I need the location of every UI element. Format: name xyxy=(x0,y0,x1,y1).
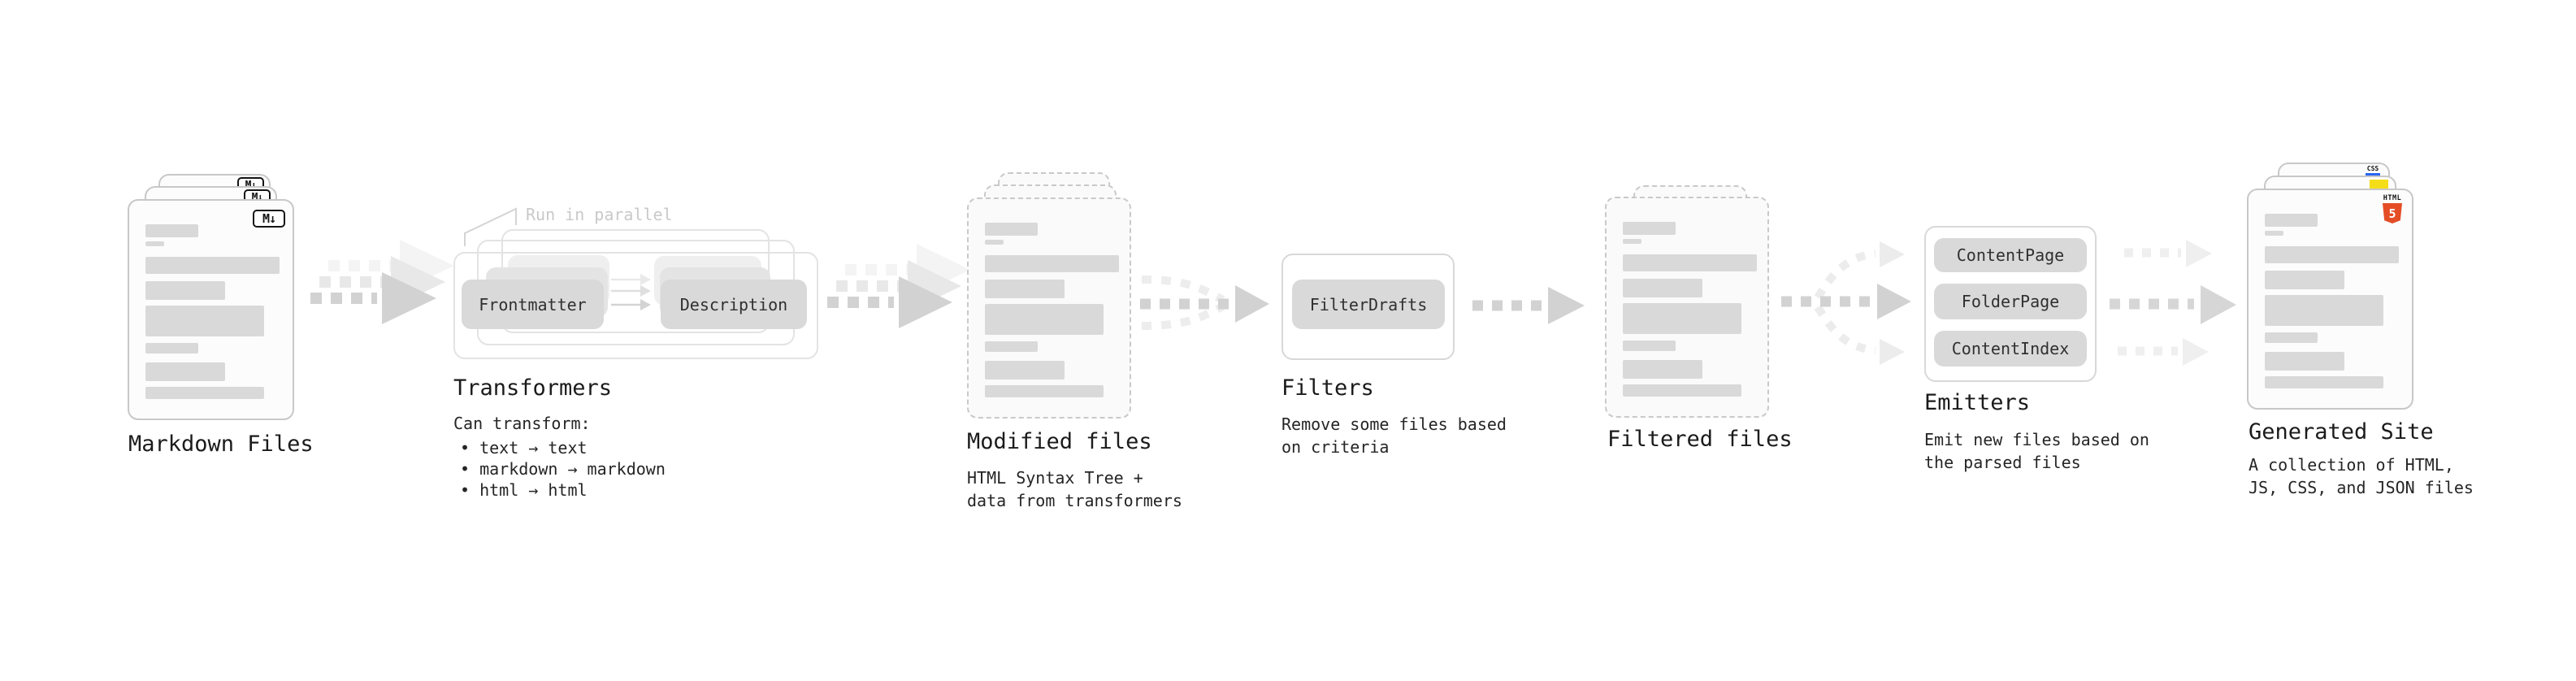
contentpage-pill: ContentPage xyxy=(1934,238,2087,272)
description-pill: Description xyxy=(661,280,807,329)
emitters-caption: Emit new files based on the parsed files xyxy=(1924,430,2149,472)
filterdrafts-pill: FilterDrafts xyxy=(1292,280,1445,329)
text-line-placeholder xyxy=(985,240,1004,245)
text-line-placeholder xyxy=(2265,271,2344,289)
arrow-filters-to-filtered-icon xyxy=(1472,287,1585,324)
text-line-placeholder xyxy=(145,362,225,381)
text-line-placeholder xyxy=(2265,376,2383,388)
text-line-placeholder xyxy=(1623,384,1741,397)
arrow-transformers-to-modified-icon xyxy=(827,244,970,328)
modified-file-sheet-front xyxy=(967,197,1131,419)
contentindex-pill: ContentIndex xyxy=(1934,331,2087,367)
text-line-placeholder xyxy=(2265,295,2383,326)
arrow-filtered-to-emitters-icon xyxy=(1781,241,1911,365)
text-line-placeholder xyxy=(1623,254,1757,271)
text-line-placeholder xyxy=(985,223,1038,236)
text-line-placeholder xyxy=(2265,332,2318,343)
text-line-placeholder xyxy=(2265,214,2318,227)
text-line-placeholder xyxy=(145,306,264,336)
markdown-file-sheet-front: M↓ xyxy=(128,199,294,420)
generated-sheet-html: HTML 5 xyxy=(2247,189,2413,410)
transformers-caption: Can transform: xyxy=(453,414,591,433)
text-line-placeholder xyxy=(985,280,1065,298)
run-in-parallel-note: Run in parallel xyxy=(526,205,673,224)
text-line-placeholder xyxy=(985,361,1065,380)
modified-files-caption: HTML Syntax Tree + data from transformer… xyxy=(967,468,1182,510)
stage-title-filtered-files: Filtered files xyxy=(1607,427,1793,452)
text-line-placeholder xyxy=(145,387,264,399)
text-line-placeholder xyxy=(145,343,198,354)
text-line-placeholder xyxy=(2265,352,2344,371)
css3-icon: CSS xyxy=(2365,166,2381,176)
text-line-placeholder xyxy=(985,341,1038,352)
text-line-placeholder xyxy=(145,281,225,300)
stage-title-generated-site: Generated Site xyxy=(2249,419,2434,445)
text-line-placeholder xyxy=(1623,340,1676,351)
arrow-markdown-to-transformers-icon xyxy=(310,240,454,324)
stage-title-modified-files: Modified files xyxy=(967,429,1152,454)
stage-title-emitters: Emitters xyxy=(1924,390,2031,415)
text-line-placeholder xyxy=(1623,279,1702,297)
transformer-frame-front xyxy=(453,252,818,359)
javascript-icon xyxy=(2370,180,2388,189)
stage-title-filters: Filters xyxy=(1281,375,1374,401)
arrow-frontmatter-to-description-icon xyxy=(611,274,651,310)
text-line-placeholder xyxy=(1623,239,1641,244)
text-line-placeholder xyxy=(985,255,1119,272)
transformers-bullet-list: • text → text • markdown → markdown • ht… xyxy=(460,438,666,500)
run-in-parallel-leader-line xyxy=(464,207,517,246)
text-line-placeholder xyxy=(985,385,1104,397)
folderpage-pill: FolderPage xyxy=(1934,284,2087,319)
generated-site-caption: A collection of HTML, JS, CSS, and JSON … xyxy=(2249,455,2474,497)
frontmatter-pill: Frontmatter xyxy=(462,280,604,329)
arrow-emitters-to-generated-icon xyxy=(2110,240,2236,366)
stage-title-markdown-files: Markdown Files xyxy=(128,432,314,457)
filters-caption: Remove some files based on criteria xyxy=(1281,414,1507,457)
text-line-placeholder xyxy=(145,241,164,246)
text-line-placeholder xyxy=(1623,303,1741,334)
html5-icon: HTML 5 xyxy=(2382,195,2403,223)
text-line-placeholder xyxy=(2265,231,2283,236)
arrow-modified-to-filters-icon xyxy=(1140,275,1269,330)
stage-title-transformers: Transformers xyxy=(453,375,613,401)
text-line-placeholder xyxy=(145,257,280,274)
text-line-placeholder xyxy=(2265,246,2399,263)
text-line-placeholder xyxy=(1623,222,1676,235)
filtered-file-sheet-front xyxy=(1605,197,1769,418)
text-line-placeholder xyxy=(1623,360,1702,379)
text-line-placeholder xyxy=(145,224,198,237)
markdown-icon: M↓ xyxy=(253,210,285,228)
text-line-placeholder xyxy=(985,304,1104,335)
